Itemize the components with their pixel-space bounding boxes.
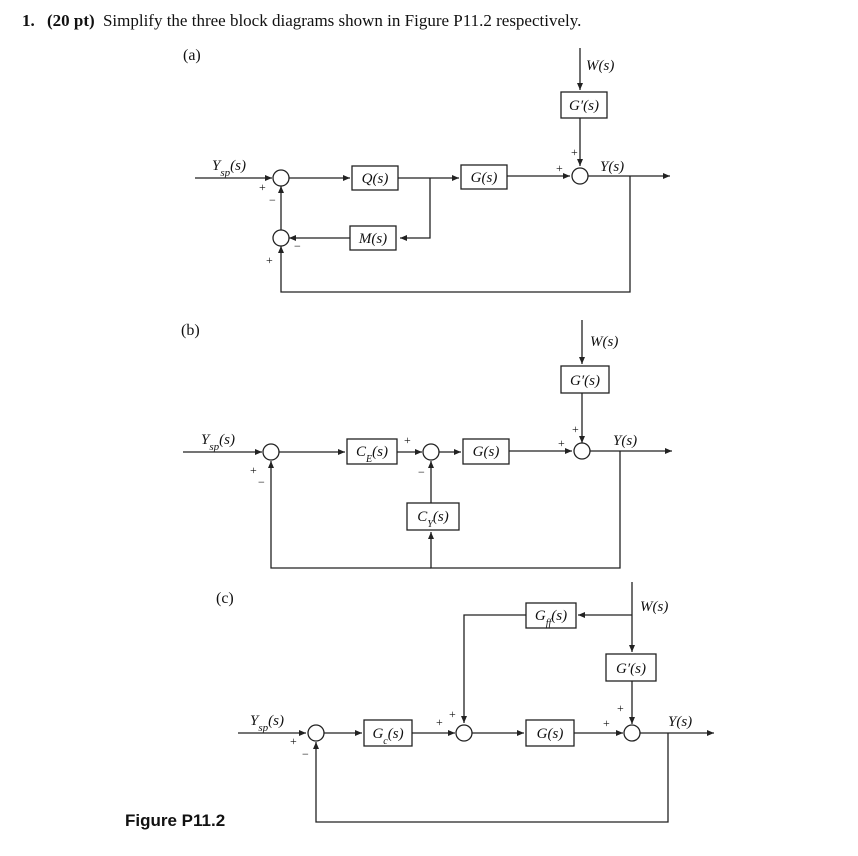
- c-gff-label: Gff(s): [535, 608, 567, 629]
- c-sign-3: +: [436, 715, 443, 729]
- a-w-label: W(s): [586, 58, 614, 74]
- b-sign-4: −: [418, 465, 425, 479]
- question-text: Simplify the three block diagrams shown …: [103, 11, 581, 30]
- c-w-label: W(s): [640, 599, 668, 615]
- a-m-label: M(s): [358, 231, 387, 247]
- b-cy-block: [406, 502, 460, 531]
- a-sign-3: −: [294, 239, 301, 253]
- b-gprime-label: G′(s): [570, 373, 600, 389]
- b-output-label: Y(s): [613, 433, 637, 449]
- part-label-b: (b): [181, 322, 200, 339]
- question-points: (20 pt): [47, 11, 95, 30]
- b-outer-feedback: [268, 461, 431, 569]
- b-sum-3: [573, 442, 591, 460]
- a-sum-1: [272, 169, 290, 187]
- b-sign-3: +: [404, 433, 411, 447]
- a-sign-5: +: [571, 145, 578, 159]
- c-gprime-label: G′(s): [616, 661, 646, 677]
- a-gprime-label: G′(s): [569, 98, 599, 114]
- b-ce-block: [346, 438, 398, 465]
- b-sign-1: +: [250, 463, 257, 477]
- b-ce-label: CE(s): [356, 444, 388, 465]
- part-label-a: (a): [183, 47, 201, 64]
- b-sum-2: [422, 443, 440, 461]
- b-sign-2: −: [258, 475, 265, 489]
- c-input-label: Ysp(s): [250, 713, 284, 734]
- b-sum-1: [262, 443, 280, 461]
- a-line-to-m: [400, 178, 431, 241]
- b-cy-label: CY(s): [417, 509, 448, 530]
- c-gc-label: Gc(s): [372, 726, 403, 747]
- a-gprime-block: [560, 91, 608, 119]
- a-q-block: [351, 165, 399, 191]
- c-sign-4: +: [449, 707, 456, 721]
- b-line-to-cy: [428, 451, 621, 569]
- c-outer-feedback: [313, 733, 669, 823]
- b-input-label: Ysp(s): [201, 432, 235, 453]
- a-g-block: [460, 164, 508, 190]
- a-output-label: Y(s): [600, 159, 624, 175]
- c-sum-2: [455, 724, 473, 742]
- c-sign-1: +: [290, 734, 297, 748]
- a-sign-2: −: [269, 193, 276, 207]
- c-gff-block: [525, 602, 577, 629]
- b-sign-6: +: [558, 436, 565, 450]
- b-sign-5: +: [572, 422, 579, 436]
- question-number: 1.: [22, 11, 35, 30]
- a-input-label: Ysp(s): [212, 158, 246, 179]
- a-sign-6: +: [556, 161, 563, 175]
- a-q-label: Q(s): [362, 171, 389, 187]
- c-sign-2: −: [302, 747, 309, 761]
- a-sign-4: +: [266, 253, 273, 267]
- c-sum-1: [307, 724, 325, 742]
- c-line-gff-sum2: [461, 614, 526, 723]
- c-sign-5: +: [617, 701, 624, 715]
- b-w-label: W(s): [590, 334, 618, 350]
- c-g-label: G(s): [537, 726, 564, 742]
- part-label-c: (c): [216, 590, 234, 607]
- question-header: 1. (20 pt) Simplify the three block diag…: [22, 11, 581, 30]
- c-sum-3: [623, 724, 641, 742]
- c-output-label: Y(s): [668, 714, 692, 730]
- c-sign-6: +: [603, 716, 610, 730]
- a-sign-1: +: [259, 180, 266, 194]
- c-gc-block: [363, 719, 413, 747]
- b-gprime-block: [560, 365, 610, 394]
- diagram-c: (c) W(s) Gff(s) G′(s) Ysp(s) Gc(s) G(s) …: [216, 582, 714, 823]
- figure-caption: Figure P11.2: [125, 811, 225, 830]
- a-sum-2: [272, 229, 290, 247]
- diagram-a: (a) W(s) G′(s) Ysp(s) Q(s) G(s) Y(s) M(s…: [183, 47, 670, 293]
- b-g-label: G(s): [473, 444, 500, 460]
- a-outer-feedback: [278, 176, 631, 293]
- a-g-label: G(s): [471, 170, 498, 186]
- c-gprime-block: [605, 653, 657, 682]
- diagram-b: (b) W(s) G′(s) Ysp(s) CE(s) G(s) Y(s) CY…: [181, 320, 672, 569]
- a-sum-3: [571, 167, 589, 185]
